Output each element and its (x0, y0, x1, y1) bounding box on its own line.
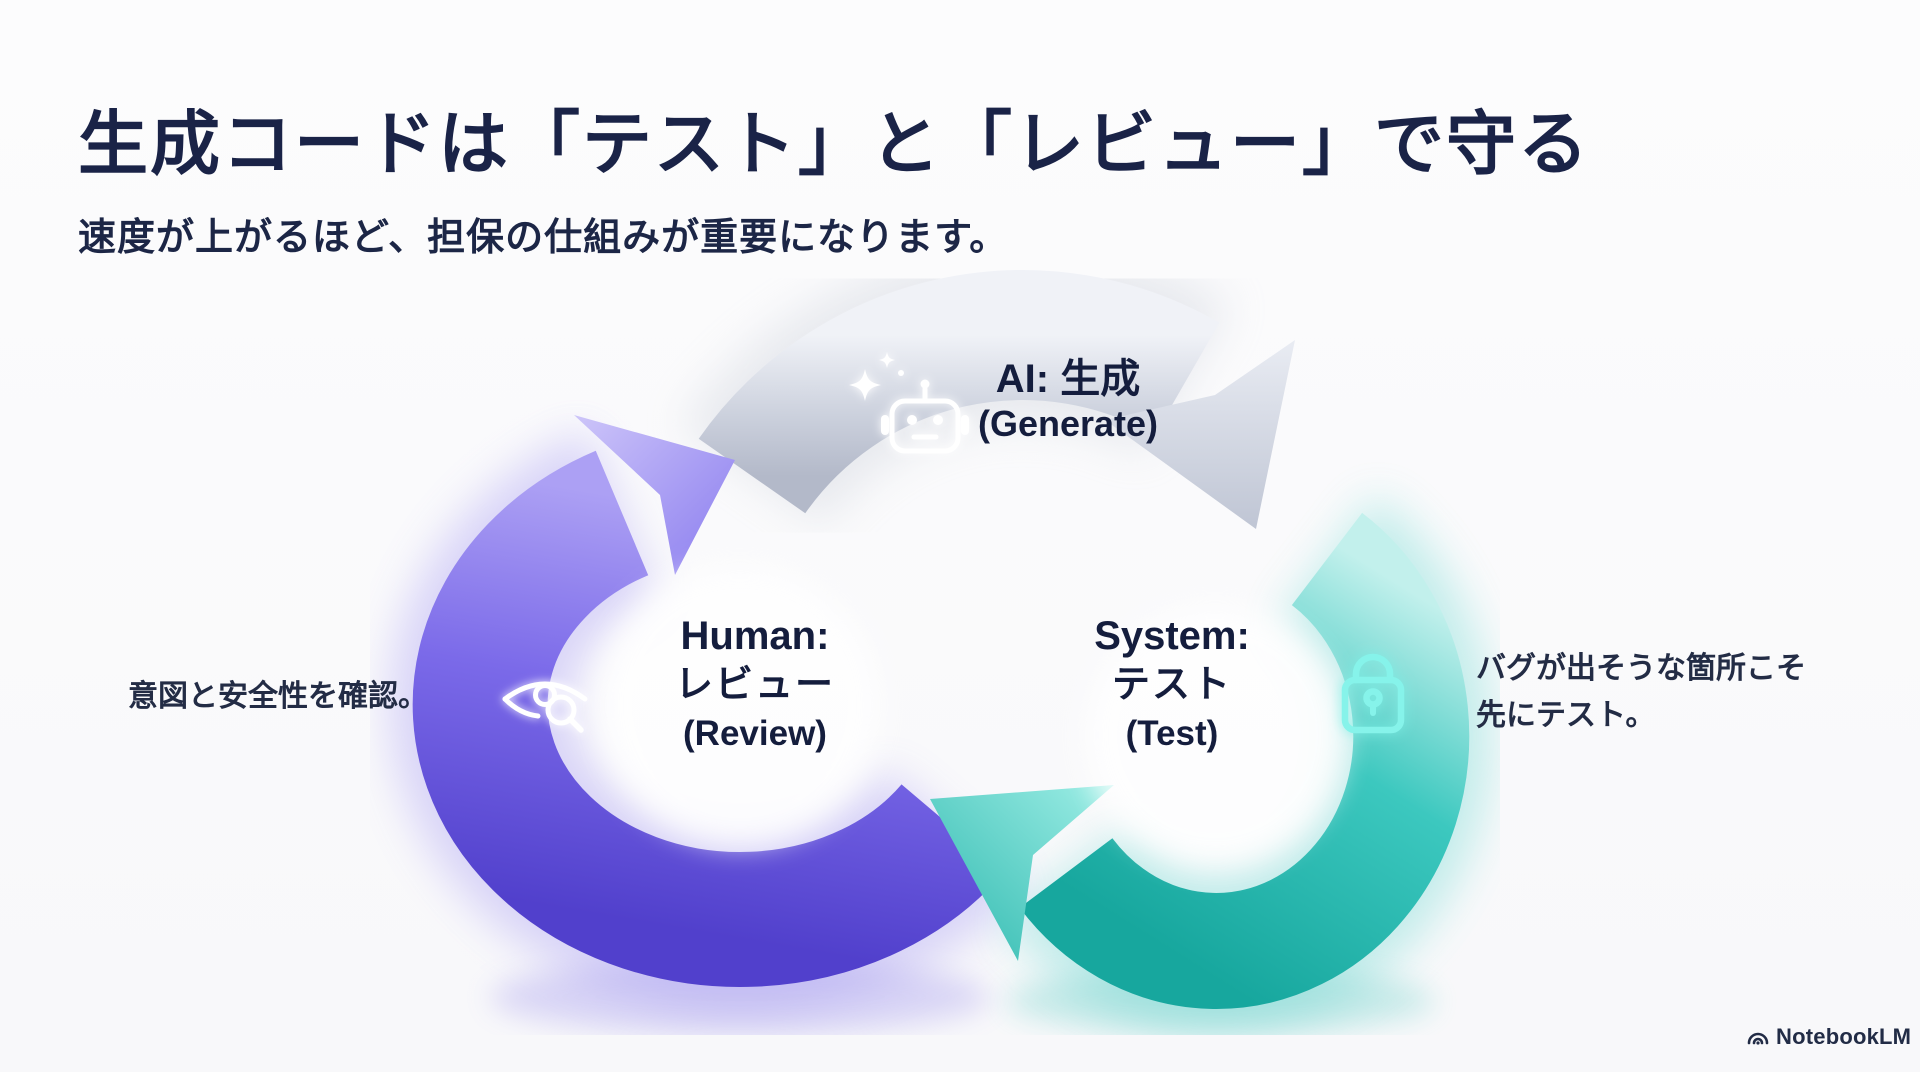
node-label-human: Human: レビュー (Review) (595, 612, 915, 758)
human-annotation: 意図と安全性を確認。 (128, 680, 428, 713)
brand-name: NotebookLM (1776, 1024, 1912, 1049)
node-label-system: System: テスト (Test) (1012, 612, 1332, 758)
node-label-ai: AI: 生成 (Generate) (908, 356, 1228, 446)
human-subtitle: (Review) (683, 714, 827, 753)
teal-center-glow (1085, 605, 1345, 865)
lock-icon (1341, 653, 1405, 734)
page-subtitle: 速度が上がるほど、担保の仕組みが重要になります。 (78, 217, 1009, 259)
arrow-ai-generate (698, 270, 1295, 529)
human-title: Human: (680, 614, 830, 658)
eye-magnifier-icon (502, 681, 588, 733)
arrow-system-test (930, 512, 1470, 1009)
system-annotation-line1: バグが出そうな箇所こそ (1476, 652, 1806, 685)
system-title: System: (1094, 614, 1250, 658)
purple-center-glow (600, 565, 880, 845)
system-subtitle: (Test) (1125, 714, 1219, 753)
ai-subtitle: (Generate) (977, 403, 1159, 444)
system-annotation-line2: 先にテスト。 (1476, 698, 1656, 732)
notebooklm-logo-icon (1747, 1032, 1769, 1045)
page-title: 生成コードは「テスト」と「レビュー」で守る (78, 105, 1590, 183)
footer-brand: NotebookLM (1746, 1024, 1911, 1050)
human-keyword: レビュー (674, 664, 835, 706)
cycle-diagram (390, 247, 1492, 1035)
system-annotation: バグが出そうな箇所こそ 先にテスト。 (1476, 646, 1806, 739)
arrow-human-review (412, 415, 1005, 987)
system-keyword: テスト (1111, 664, 1232, 706)
purple-shadow (490, 959, 990, 1035)
ai-title: AI: 生成 (995, 357, 1141, 401)
robot-sparkles-icon (849, 352, 969, 454)
